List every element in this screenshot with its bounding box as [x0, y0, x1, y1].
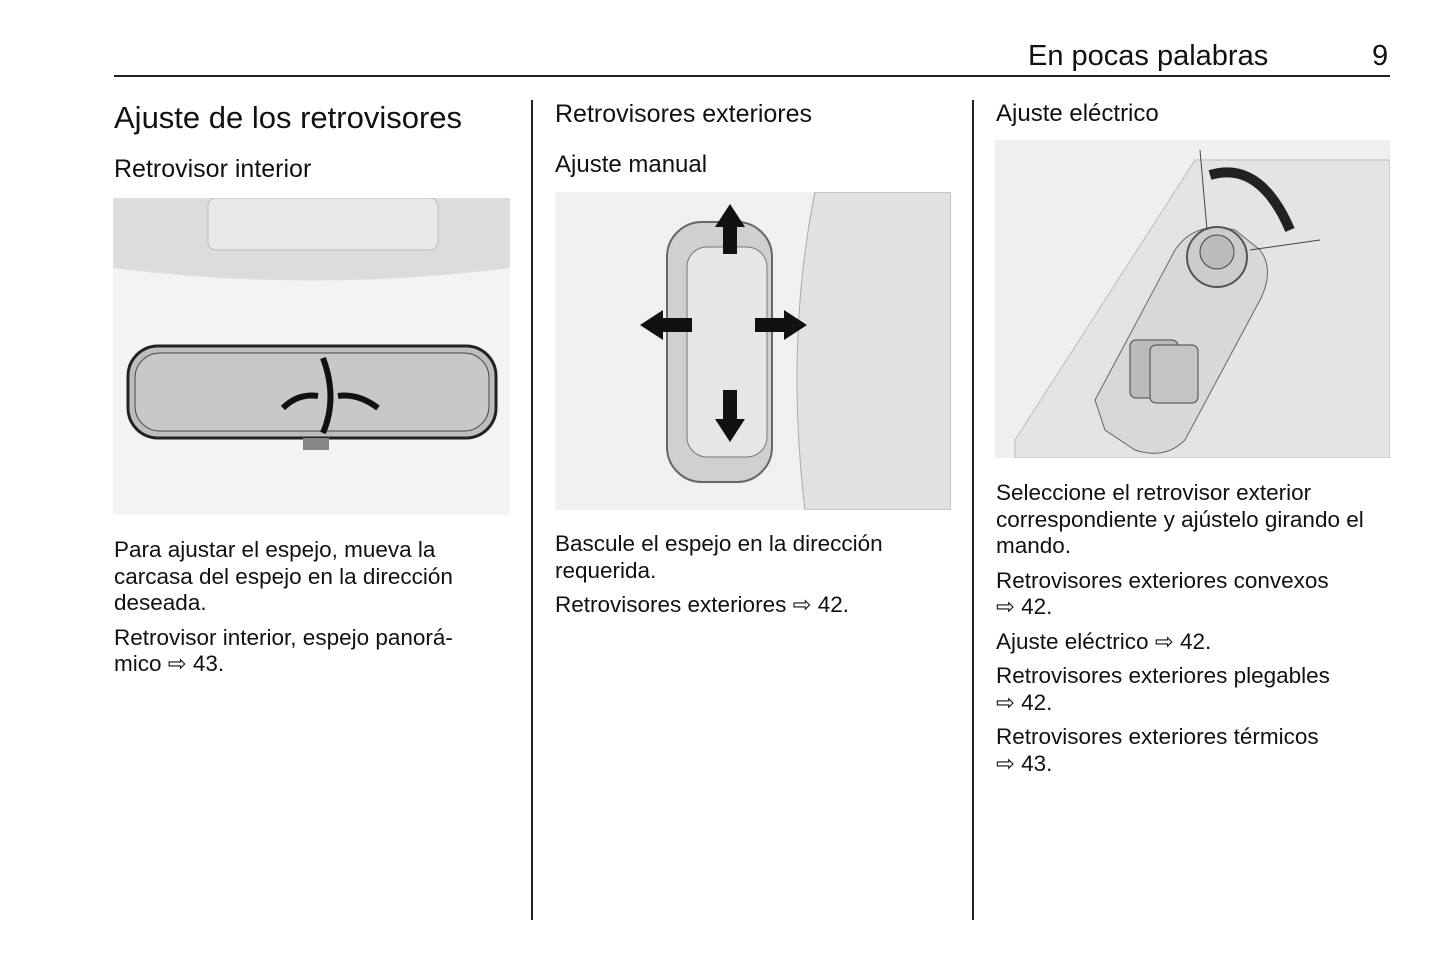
page-ref-arrow-icon: ⇨ — [996, 689, 1015, 715]
column-divider — [531, 100, 533, 920]
subheading: Ajuste manual — [555, 151, 708, 178]
cross-reference[interactable]: Retrovisores exteriores plegables⇨ 42. — [996, 663, 1330, 715]
column-divider — [972, 100, 974, 920]
body-text: Seleccione el retrovisor exterior corres… — [996, 480, 1396, 785]
paragraph: Bascule el espejo en la dirección requer… — [555, 531, 883, 583]
body-text: Bascule el espejo en la dirección requer… — [555, 531, 955, 627]
paragraph: Seleccione el retrovisor exterior corres… — [996, 480, 1364, 558]
cross-reference[interactable]: Retrovisores exteriores ⇨ 42. — [555, 592, 849, 617]
exterior-mirror-manual-illustration — [555, 192, 951, 510]
subheading: Ajuste eléctrico — [996, 100, 1159, 127]
page-ref-arrow-icon: ⇨ — [996, 594, 1015, 619]
page-ref-arrow-icon: ⇨ — [167, 651, 187, 676]
paragraph: Para ajustar el espejo, mueva la carcasa… — [114, 537, 453, 615]
section-heading: Ajuste de los retrovisores — [114, 100, 463, 135]
body-text: Para ajustar el espejo, mueva la carcasa… — [114, 537, 514, 686]
cross-reference[interactable]: Retrovisores exteriores convexos⇨ 42. — [996, 567, 1329, 620]
electric-mirror-control-illustration — [995, 140, 1390, 458]
page-number: 9 — [1372, 40, 1389, 72]
section-heading: Retrovisores exteriores — [555, 100, 813, 128]
cross-reference[interactable]: Retrovisores exteriores térmicos⇨ 43. — [996, 724, 1319, 776]
cross-reference[interactable]: Ajuste eléctrico ⇨ 42. — [996, 628, 1212, 654]
page-ref-arrow-icon: ⇨ — [996, 750, 1015, 776]
interior-mirror-illustration — [113, 198, 510, 515]
page-ref-arrow-icon: ⇨ — [1154, 628, 1174, 654]
header-rule — [114, 75, 1390, 77]
subheading: Retrovisor interior — [114, 155, 312, 183]
page-ref-arrow-icon: ⇨ — [792, 592, 812, 617]
section-title: En pocas palabras — [1028, 40, 1269, 72]
cross-reference[interactable]: Retrovisor interior, espejo panorá-mico … — [114, 624, 453, 677]
